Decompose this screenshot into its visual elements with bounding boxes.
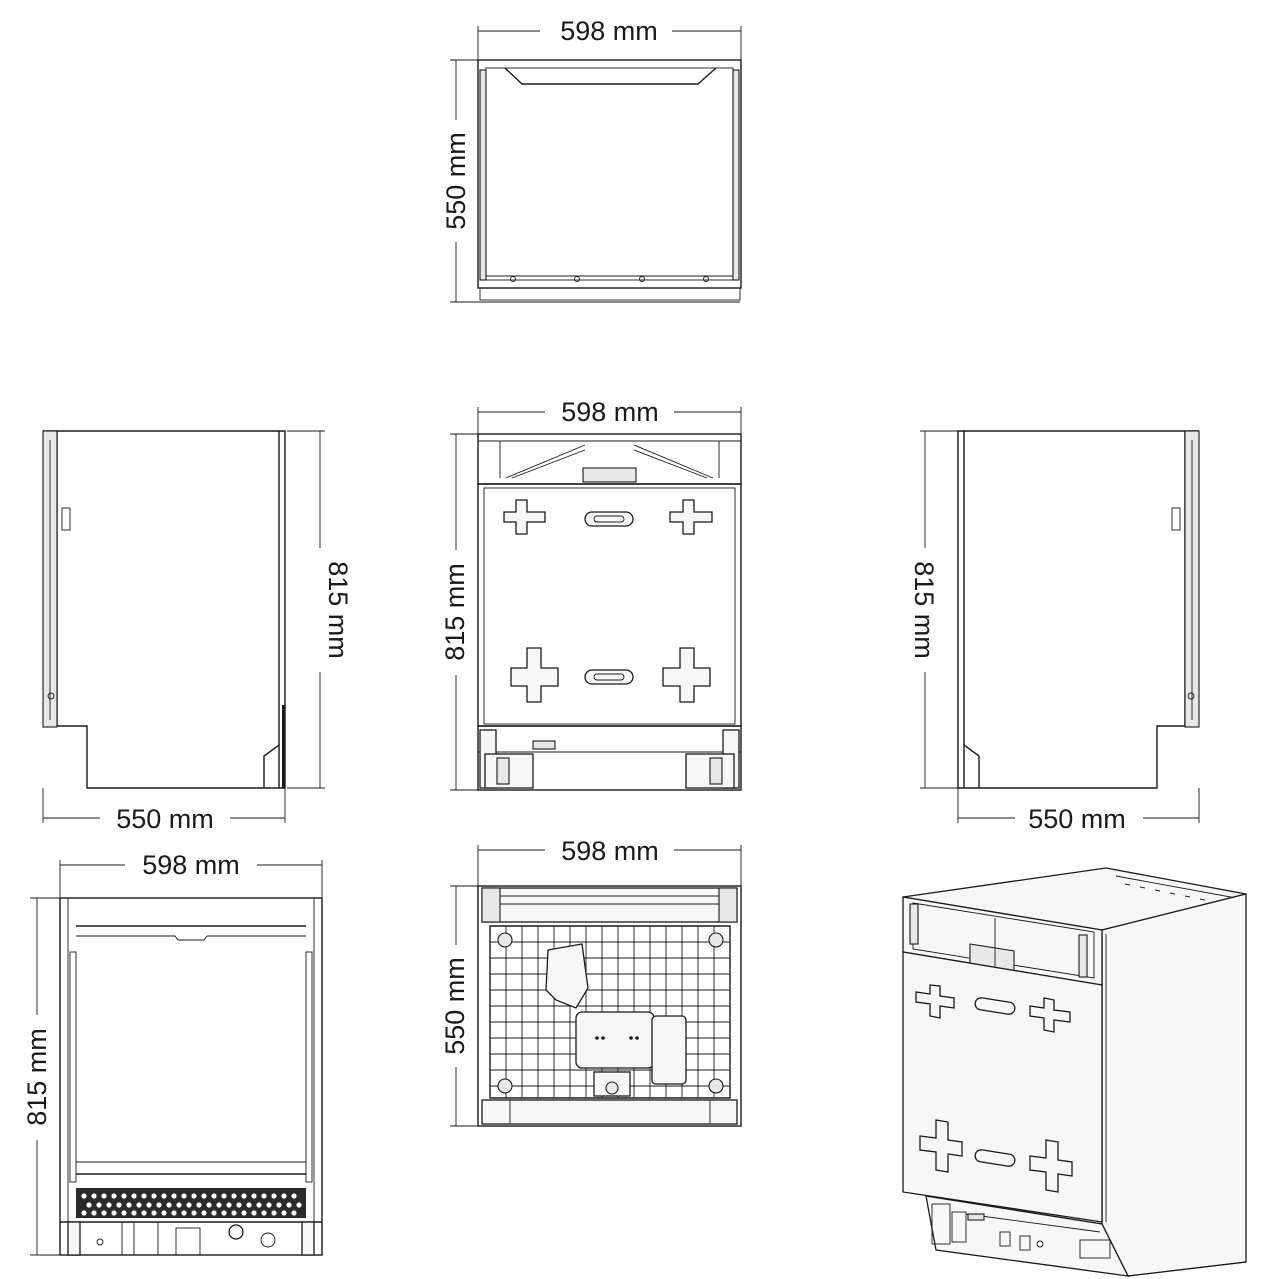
front-view-height-label: 815 mm	[440, 563, 470, 661]
front-view-width-label: 598 mm	[561, 397, 659, 427]
front-view: 598 mm 815 mm	[440, 397, 742, 791]
back-view-width-label: 598 mm	[142, 850, 240, 880]
bottom-view: 598 mm 550 mm	[440, 836, 742, 1127]
left-side-depth-label: 550 mm	[116, 804, 214, 834]
back-view: 598 mm 815 mm	[22, 850, 323, 1256]
door-bracket-upper-left	[503, 499, 546, 535]
right-side-depth-label: 550 mm	[1028, 804, 1126, 834]
bottom-view-depth-label: 550 mm	[440, 957, 470, 1055]
left-side-height-label: 815 mm	[323, 561, 353, 659]
bottom-view-width-label: 598 mm	[561, 836, 659, 866]
door-bracket-upper-right	[669, 499, 713, 535]
back-vent-grille	[76, 1188, 306, 1218]
back-view-height-label: 815 mm	[22, 1028, 52, 1126]
top-view-width-label: 598 mm	[560, 16, 658, 46]
right-side-height-label: 815 mm	[909, 561, 939, 659]
door-bracket-lower-left	[510, 647, 559, 703]
right-side-view: 815 mm 550 mm	[909, 430, 1200, 834]
isometric-view	[902, 867, 1247, 1277]
top-view-depth-label: 550 mm	[441, 132, 471, 230]
door-bracket-lower-right	[662, 647, 711, 703]
top-view: 598 mm 550 mm	[441, 16, 742, 303]
left-side-view: 815 mm 550 mm	[42, 430, 353, 834]
